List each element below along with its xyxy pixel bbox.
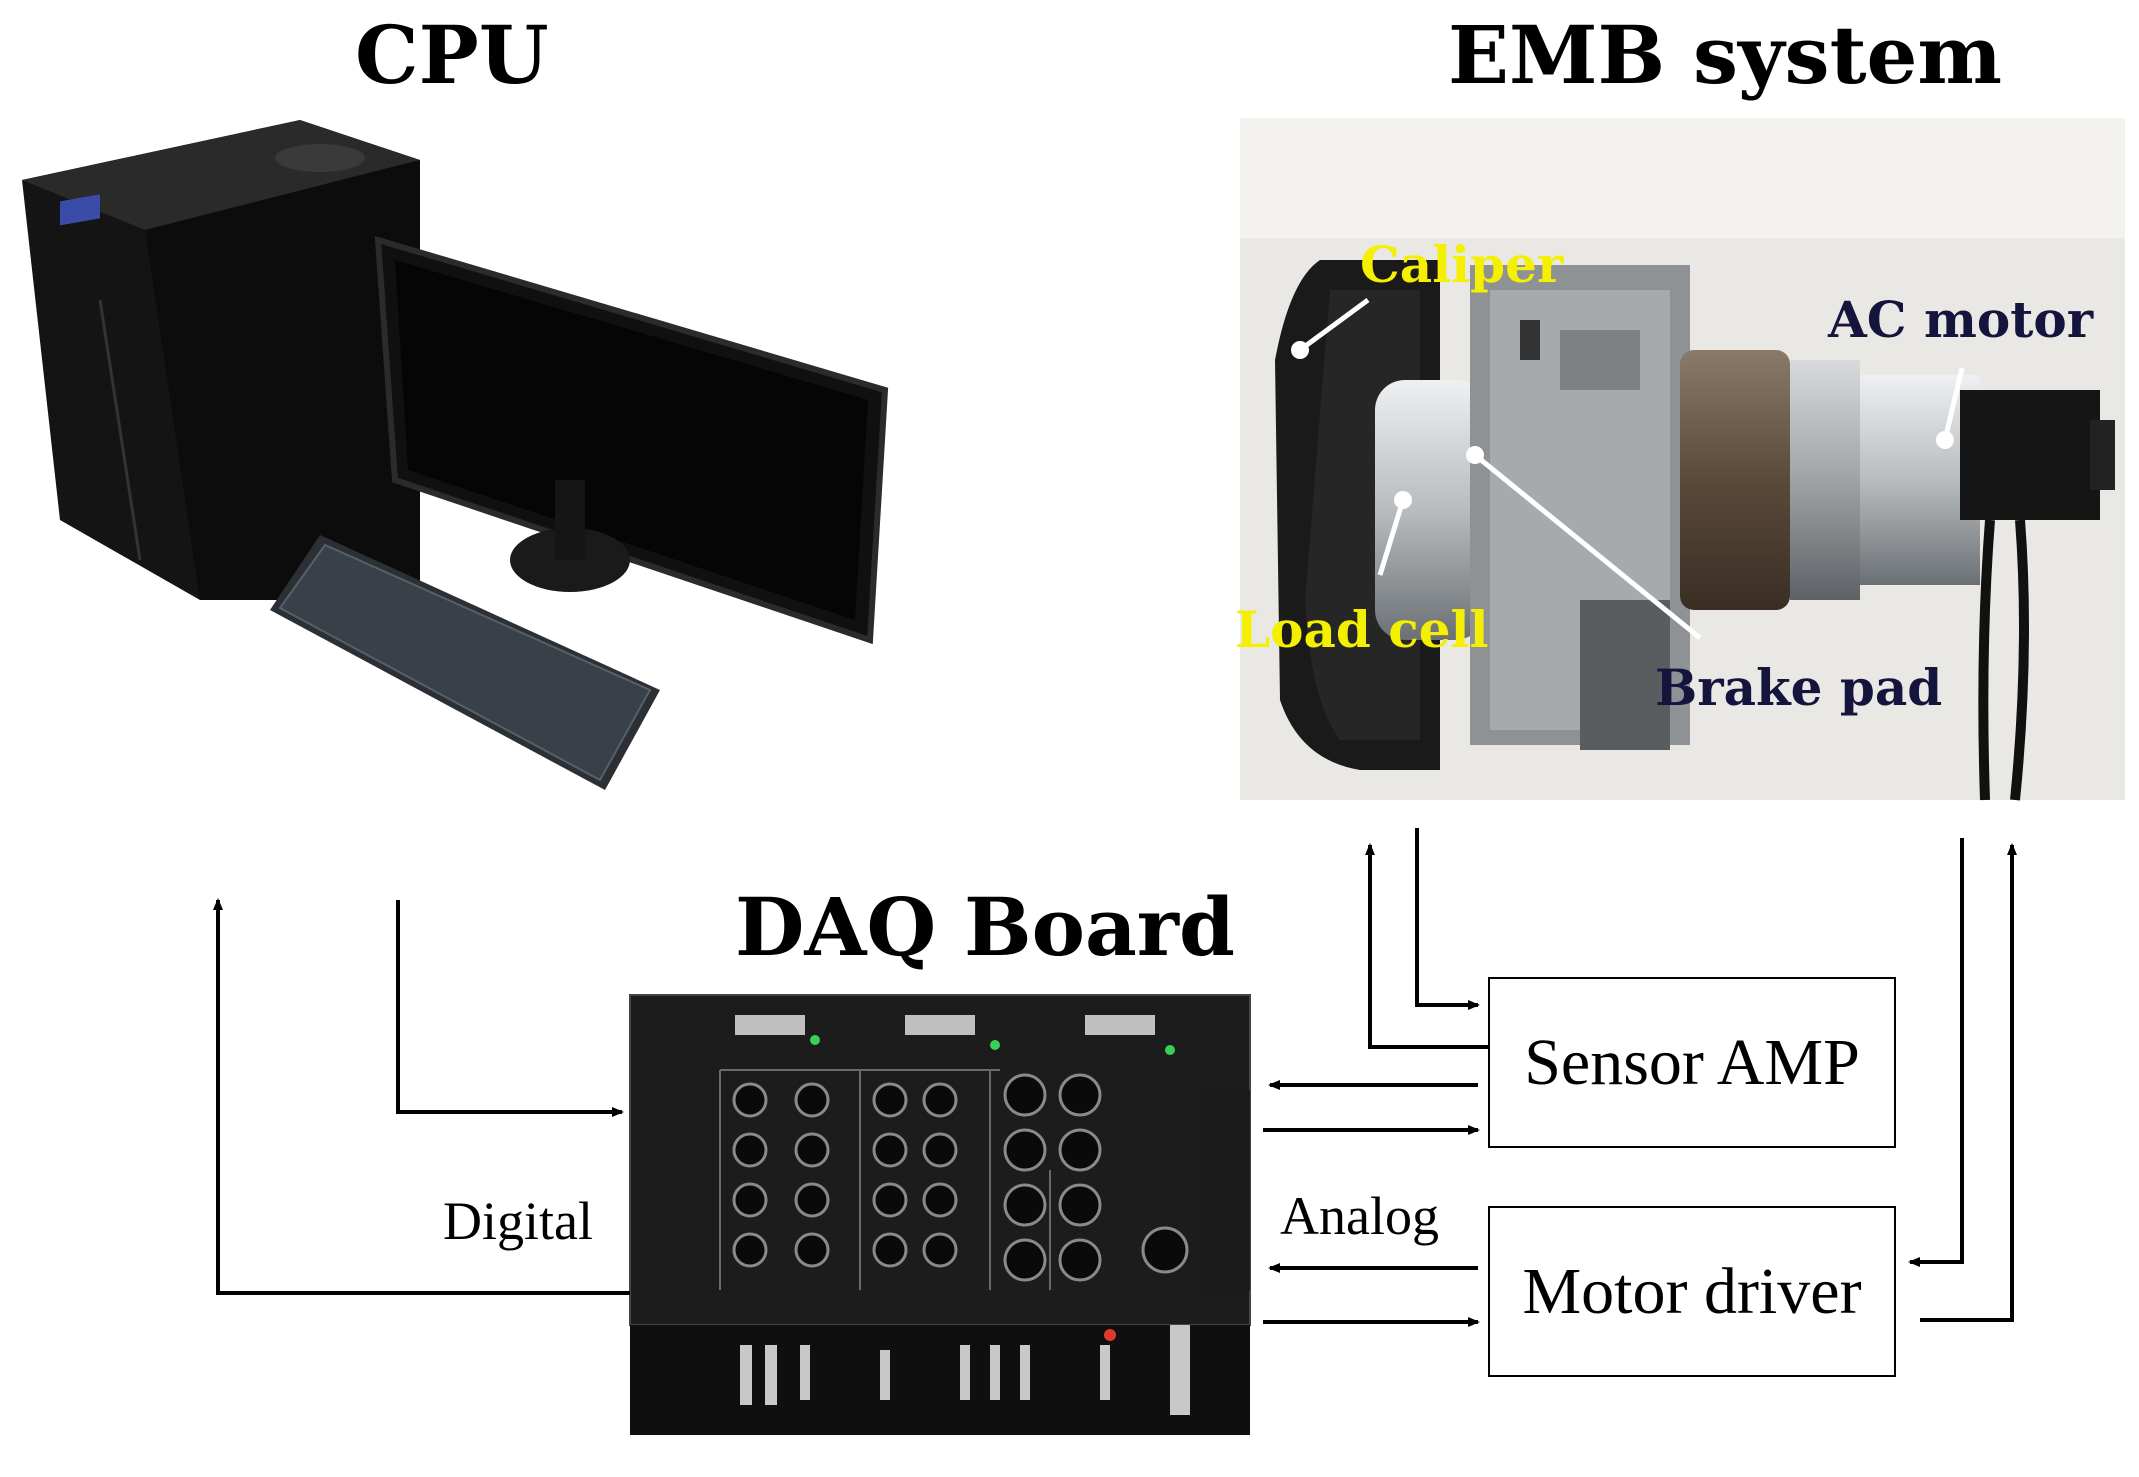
motor-driver-label: Motor driver xyxy=(1522,1254,1862,1328)
motor-to-emb-line xyxy=(1920,843,2017,1322)
analog-label: Analog xyxy=(1280,1186,1439,1246)
brake-pad-label: Brake pad xyxy=(1655,658,1943,717)
monitor-icon xyxy=(374,235,889,645)
emb-to-motor-line xyxy=(1908,838,1964,1267)
sensor-to-emb-line xyxy=(1365,843,1488,1049)
cpu-title: CPU xyxy=(355,8,549,102)
emb-system-title: EMB system xyxy=(1448,8,2003,102)
digital-line xyxy=(213,898,630,1295)
ac-motor-label: AC motor xyxy=(1828,290,2094,349)
signal-wiring xyxy=(213,828,2017,1327)
sensor-amp-label: Sensor AMP xyxy=(1524,1025,1860,1099)
emb-system-photo xyxy=(1240,118,2125,801)
daq-board-device xyxy=(629,994,1251,1435)
computer-tower-icon xyxy=(22,120,420,600)
digital-label: Digital xyxy=(443,1191,593,1251)
daq-board-title: DAQ Board xyxy=(735,880,1235,974)
caliper-label: Caliper xyxy=(1360,235,1564,294)
cpu-to-daq-line xyxy=(396,900,624,1117)
sensor-amp-box: Sensor AMP xyxy=(1488,977,1896,1148)
keyboard-icon xyxy=(270,535,660,790)
emb-to-sensor-line xyxy=(1415,828,1480,1010)
motor-driver-box: Motor driver xyxy=(1488,1206,1896,1377)
load-cell-label: Load cell xyxy=(1235,600,1489,659)
